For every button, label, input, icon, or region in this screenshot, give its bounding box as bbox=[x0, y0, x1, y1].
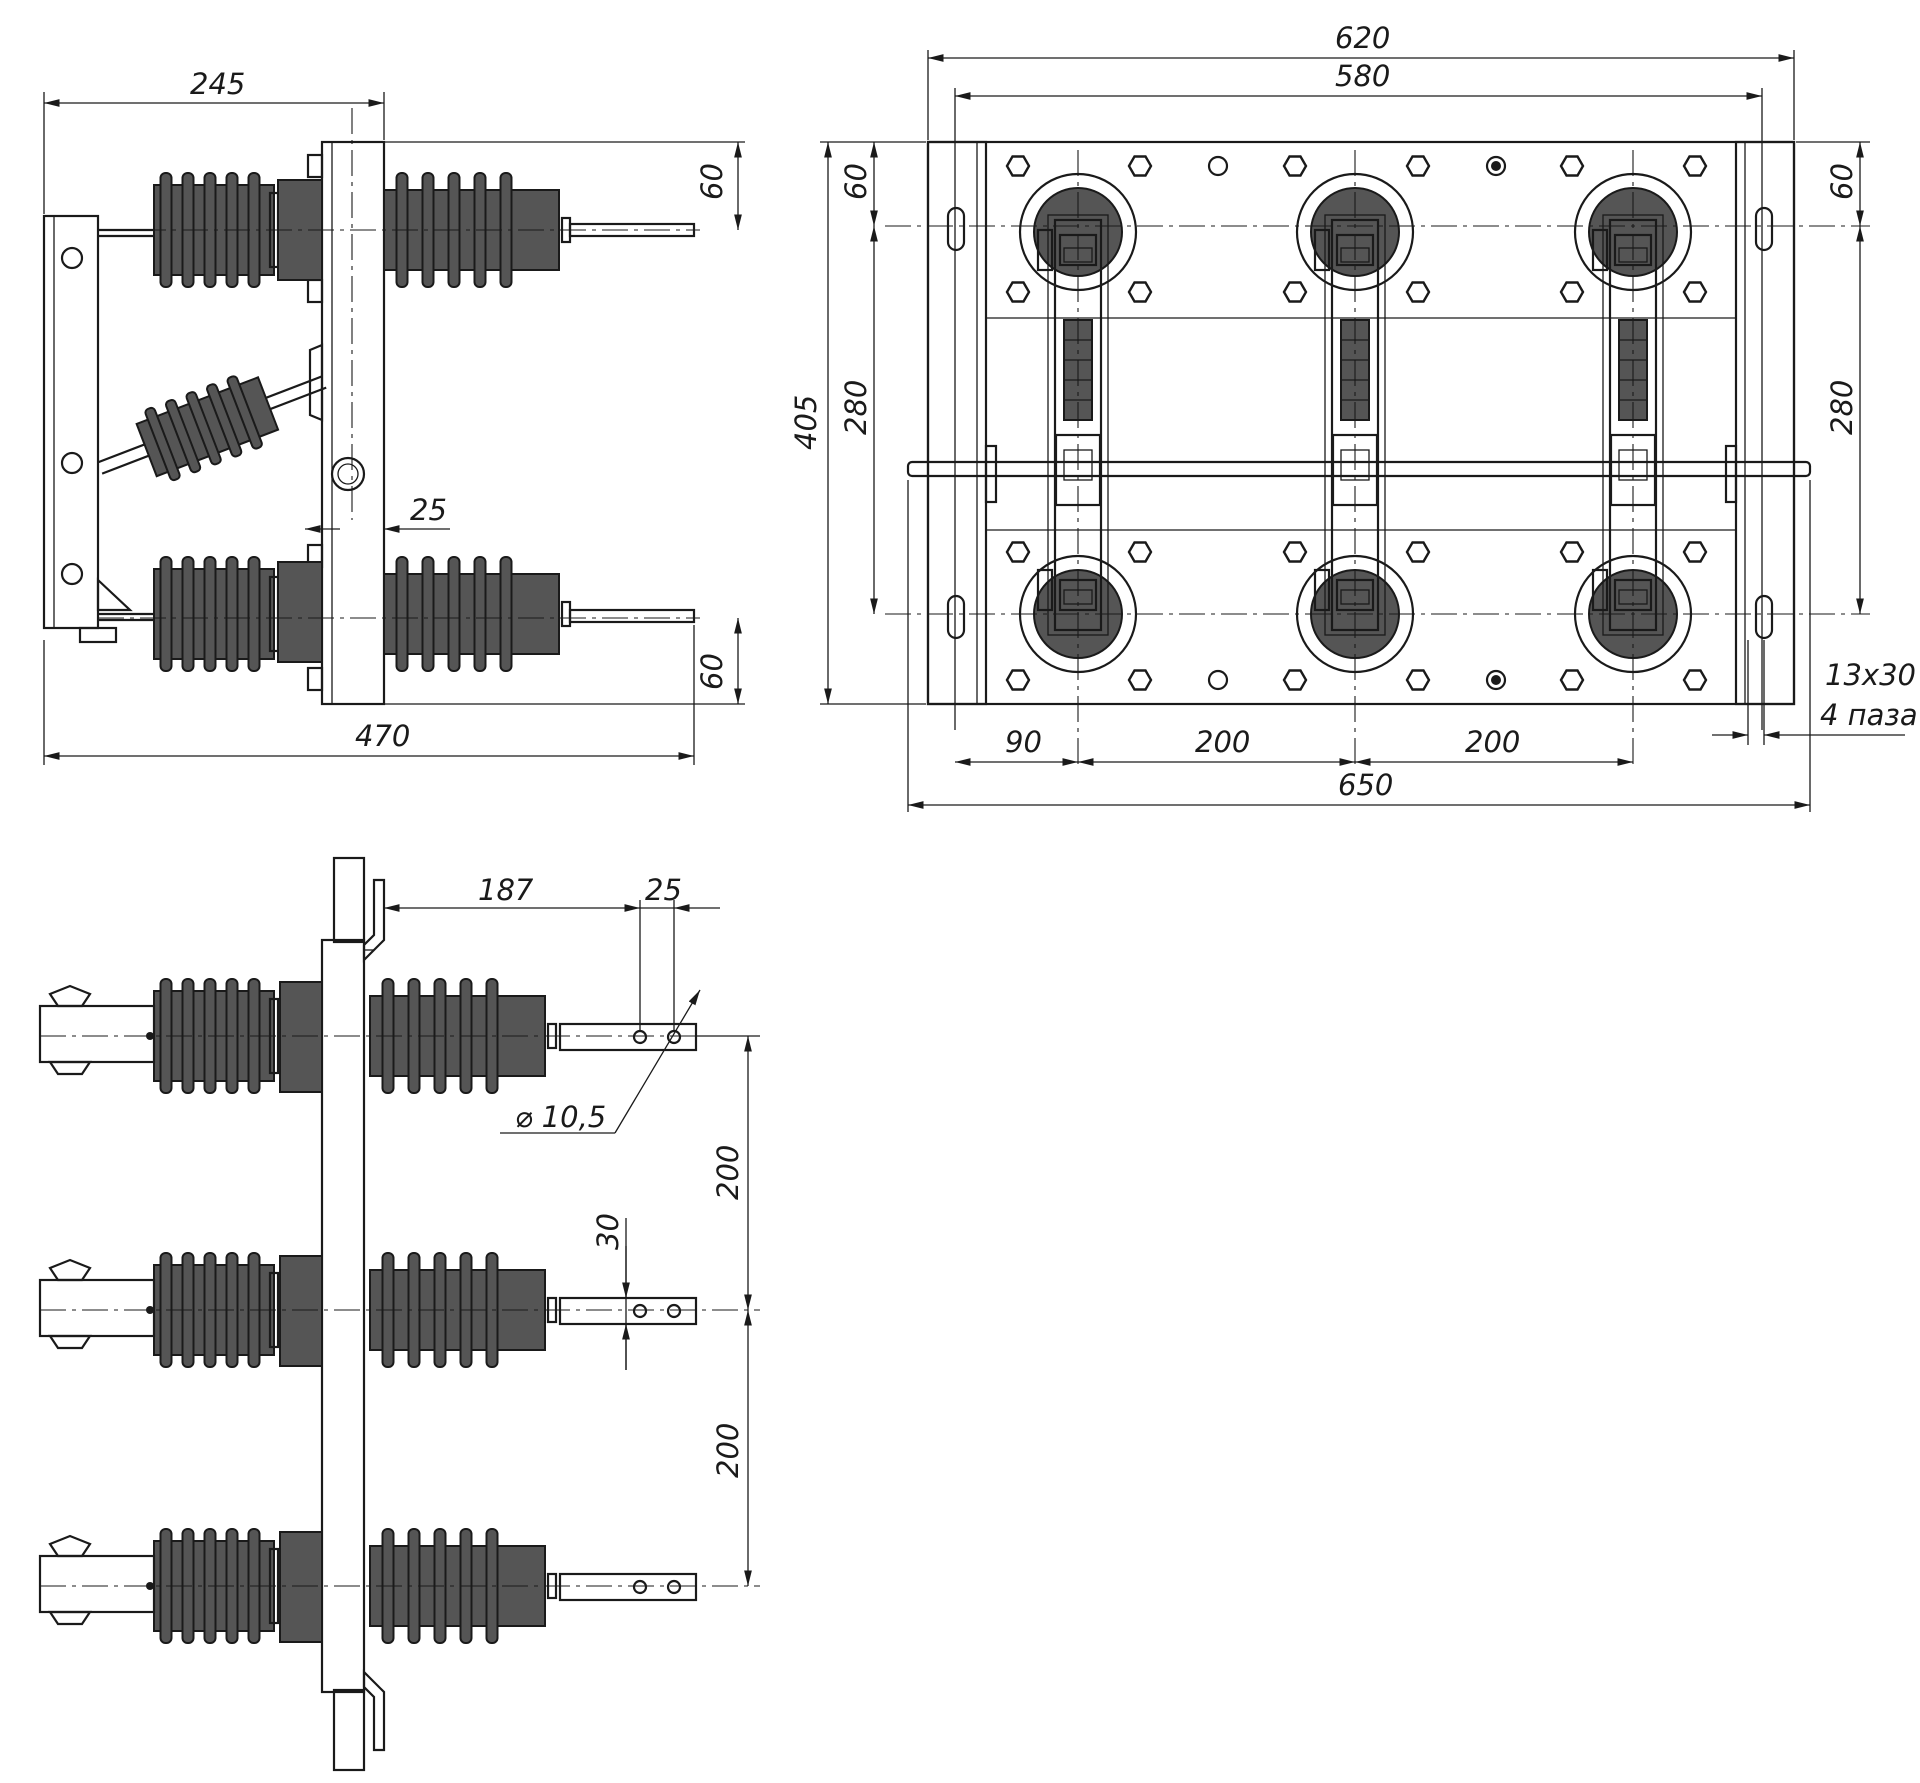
plan-phase-b bbox=[38, 1253, 698, 1367]
dim-side-60-bottom: 60 bbox=[695, 653, 729, 690]
dim-front-280-right: 280 bbox=[1825, 380, 1859, 435]
side-lower-insulator-right bbox=[384, 557, 570, 671]
dim-side-60-top: 60 bbox=[695, 163, 729, 200]
dim-front-405: 405 bbox=[789, 395, 823, 450]
dim-front-620: 620 bbox=[1335, 21, 1390, 55]
dim-side-470: 470 bbox=[355, 719, 410, 753]
front-drive-shaft bbox=[906, 460, 1812, 478]
dim-side-245: 245 bbox=[190, 67, 245, 101]
dim-plan-200-b: 200 bbox=[711, 1423, 745, 1478]
plan-phase-a bbox=[38, 979, 698, 1093]
dim-plan-hole-diameter: ⌀ 10,5 bbox=[515, 1100, 606, 1134]
dim-front-200-b: 200 bbox=[1465, 725, 1520, 759]
dim-plan-25: 25 bbox=[645, 873, 682, 907]
dim-front-90: 90 bbox=[1005, 725, 1042, 759]
front-slot bbox=[1754, 206, 1774, 252]
slot-count-label: 4 паза bbox=[1820, 698, 1918, 732]
dim-front-650: 650 bbox=[1338, 768, 1393, 802]
dim-side-25: 25 bbox=[410, 493, 447, 527]
side-frame bbox=[320, 140, 386, 706]
side-bracket bbox=[42, 214, 100, 630]
dim-front-280-left: 280 bbox=[839, 380, 873, 435]
dim-plan-30: 30 bbox=[591, 1213, 625, 1250]
plan-phase-c bbox=[38, 1529, 698, 1643]
slot-size-label: 13x30 bbox=[1825, 658, 1916, 692]
side-lower-insulator-left bbox=[154, 557, 278, 671]
side-view: 245 60 60 25 470 bbox=[42, 67, 745, 765]
dim-front-580: 580 bbox=[1335, 59, 1390, 93]
dim-front-200-a: 200 bbox=[1195, 725, 1250, 759]
front-slot bbox=[946, 206, 966, 252]
dim-front-60-left: 60 bbox=[839, 163, 873, 200]
side-drive-insulator bbox=[97, 375, 327, 482]
plan-frame bbox=[320, 938, 366, 1694]
front-slot bbox=[946, 594, 966, 640]
plan-view: 187 25 ⌀ 10,5 30 200 200 bbox=[38, 856, 760, 1772]
dim-front-60-right: 60 bbox=[1825, 163, 1859, 200]
dim-plan-200-a: 200 bbox=[711, 1145, 745, 1200]
front-view: 620 580 405 60 280 60 280 90 200 200 650 bbox=[789, 21, 1918, 812]
front-slot bbox=[1754, 594, 1774, 640]
dim-plan-187: 187 bbox=[478, 873, 534, 907]
